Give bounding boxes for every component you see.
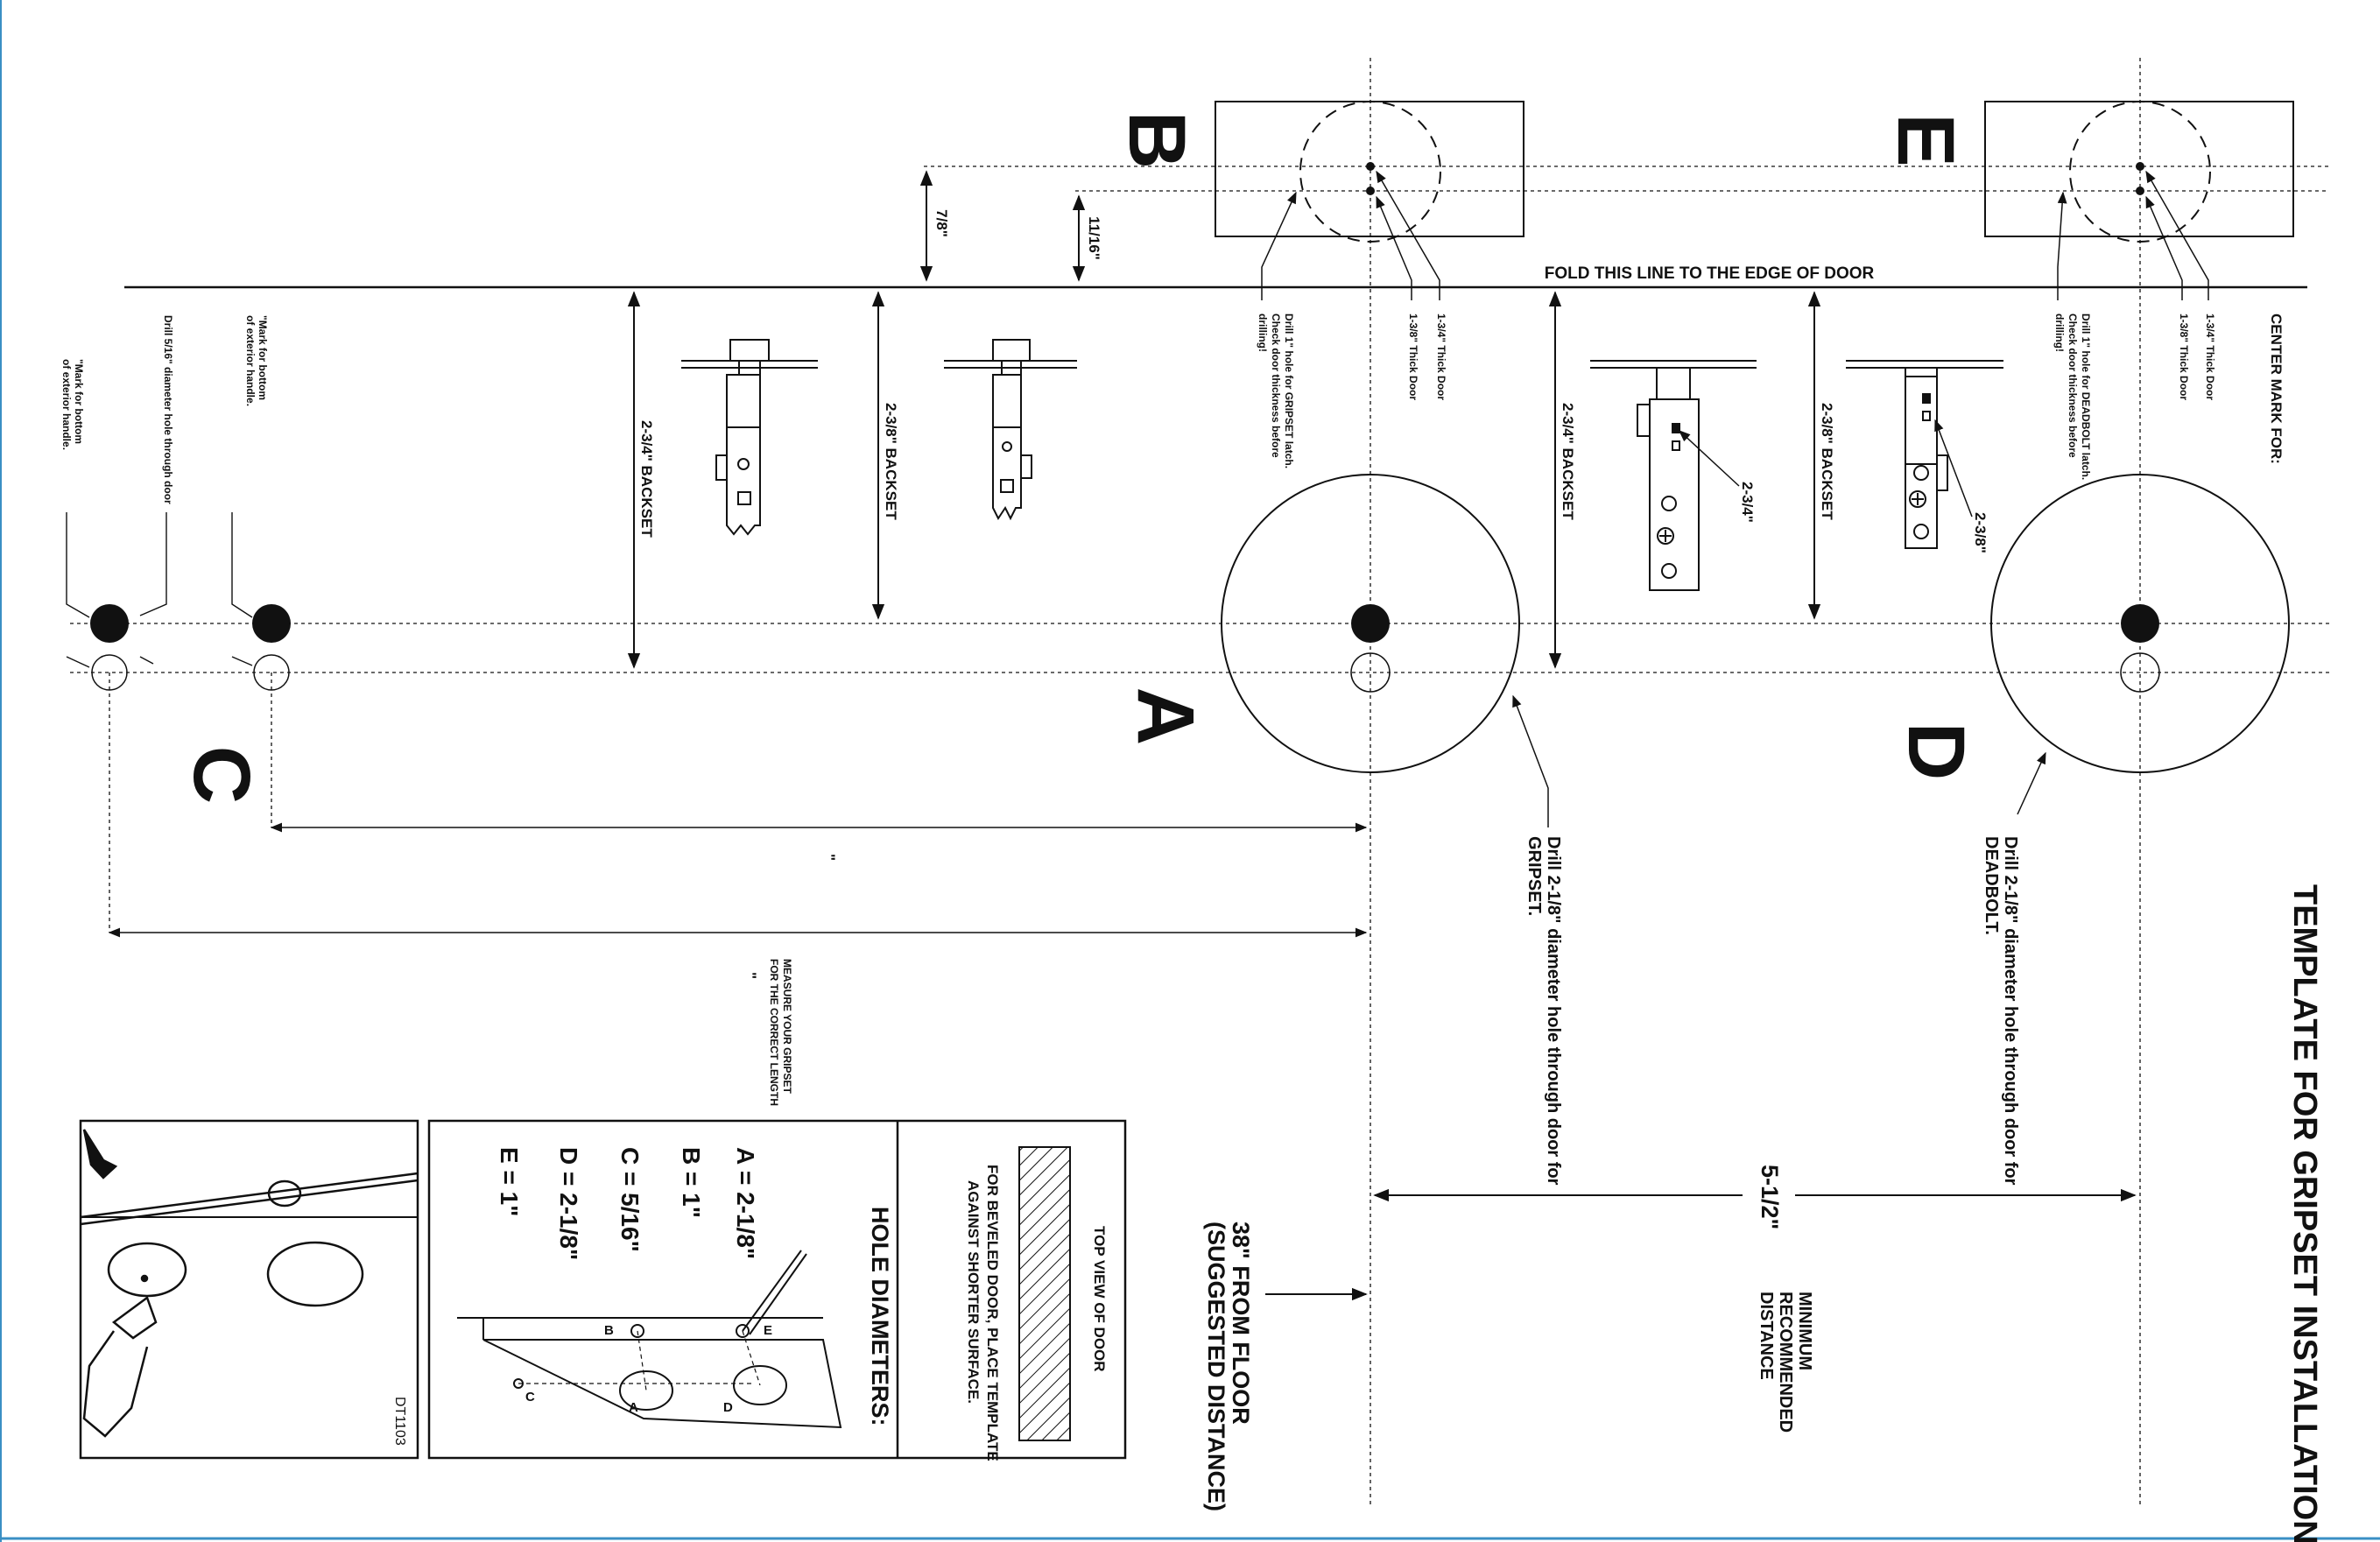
a-drill-leader — [1512, 694, 1549, 827]
b-thick-1-3-8-leader — [1376, 195, 1412, 300]
a-hole-circle — [1221, 474, 1520, 773]
c-mark-circle-right — [253, 654, 290, 691]
deadbolt-2-3-4-label: 2-3/4" — [1739, 482, 1756, 523]
door-letter-c: C — [525, 1390, 535, 1405]
distance-gap — [1743, 1178, 1795, 1213]
document-code: DT1103 — [392, 1397, 407, 1446]
b-center-dot-2 — [1366, 187, 1375, 195]
hole-diameter-a: A = 2-1/8" — [732, 1147, 759, 1259]
hole-diameters-title: HOLE DIAMETERS: — [867, 1207, 893, 1426]
mark-bottom-right: "Mark for bottom of exterior handle. — [244, 315, 269, 406]
guide-lines — [70, 58, 2329, 1506]
c-leaders — [66, 512, 253, 668]
e-thick-1-3-8-leader — [2145, 195, 2183, 300]
e-note-leader — [2057, 191, 2067, 300]
backset-gripset-2-3-4: 2-3/4" BACKSET — [638, 420, 655, 538]
fold-line-label: FOLD THIS LINE TO THE EDGE OF DOOR — [1545, 264, 1875, 283]
distance-value: 5-1/2" — [1757, 1165, 1783, 1229]
d-center-dot — [2121, 604, 2159, 643]
door-letter-e: E — [764, 1323, 772, 1338]
d-hole-circle — [1990, 474, 2290, 773]
center-mark-for: CENTER MARK FOR: — [2268, 313, 2285, 464]
gripset-latch-2-3-8 — [944, 339, 1077, 521]
length-dim-upper-mark: " — [821, 854, 838, 861]
b-thick-1-3-4: 1-3/4" Thick Door — [1435, 313, 1447, 400]
deadbolt-latch-2-3-8 — [1846, 360, 2003, 549]
deadbolt-2-3-4-leader — [1679, 430, 1740, 487]
drill-gripset-note: Drill 2-1/8" diameter hole through door … — [1524, 836, 1563, 1190]
c-mark-dot-left — [90, 604, 129, 643]
a-alt-center — [1350, 652, 1391, 693]
top-view-label: TOP VIEW OF DOOR — [1091, 1226, 1108, 1372]
b-thick-1-3-4-leader — [1376, 170, 1440, 300]
length-dim-lower-mark: " — [743, 972, 759, 979]
b-latch-circle — [1299, 101, 1441, 243]
mark-bottom-left: "Mark for bottom of exterior handle. — [60, 359, 85, 450]
distance-label: MINIMUM RECOMMENDED DISTANCE — [1757, 1292, 1814, 1438]
b-latch-note: Drill 1" hole for GRIPSET latch. Check d… — [1257, 313, 1295, 471]
hole-diameter-b: B = 1" — [678, 1147, 705, 1218]
e-thick-1-3-4: 1-3/4" Thick Door — [2204, 313, 2216, 400]
dim-7-8-label: 7/8" — [933, 209, 950, 237]
e-latch-circle — [2069, 101, 2211, 243]
e-thick-1-3-8: 1-3/8" Thick Door — [2178, 313, 2190, 400]
backset-gripset-2-3-8: 2-3/8" BACKSET — [883, 403, 899, 520]
hole-diameter-c: C = 5/16" — [616, 1147, 644, 1252]
hole-diameter-d: D = 2-1/8" — [555, 1147, 582, 1260]
a-center-dot — [1351, 604, 1390, 643]
deadbolt-latch-2-3-4 — [1590, 360, 1757, 591]
drill-5-16-note: Drill 5/16" diameter hole through door — [162, 315, 174, 504]
beveled-note: FOR BEVELED DOOR, PLACE TEMPLATE AGAINST… — [965, 1165, 1001, 1466]
template-title: TEMPLATE FOR GRIPSET INSTALLATION — [2286, 884, 2323, 1542]
b-note-leader — [1261, 191, 1297, 300]
letter-c: C — [177, 746, 266, 804]
measure-note: MEASURE YOUR GRIPSET FOR THE CORRECT LEN… — [768, 959, 793, 1106]
letter-e: E — [1881, 113, 1970, 166]
door-letter-b: B — [604, 1323, 614, 1338]
backset-deadbolt-2-3-8: 2-3/8" BACKSET — [1819, 403, 1835, 520]
door-perspective-drawing — [457, 1250, 842, 1429]
e-latch-note: Drill 1" hole for DEADBOLT latch. Check … — [2053, 313, 2092, 483]
e-thick-1-3-4-leader — [2145, 170, 2209, 300]
c-mark-circle-left — [91, 654, 128, 691]
c-mark-dot-right — [252, 604, 291, 643]
letter-a: A — [1121, 687, 1210, 745]
drill-illustration — [80, 1129, 419, 1438]
b-thick-1-3-8: 1-3/8" Thick Door — [1407, 313, 1419, 400]
e-center-dot-2 — [2136, 187, 2144, 195]
letter-b: B — [1112, 111, 1201, 169]
deadbolt-2-3-8-leader — [1934, 419, 1973, 518]
gripset-latch-2-3-4 — [681, 339, 818, 536]
drill-deadbolt-note: Drill 2-1/8" diameter hole through door … — [1982, 836, 2020, 1190]
top-view-hatch — [1018, 1146, 1071, 1441]
d-alt-center — [2120, 652, 2160, 693]
e-center-dot-1 — [2136, 162, 2144, 171]
letter-d: D — [1891, 722, 1981, 780]
hole-diameter-e: E = 1" — [496, 1147, 523, 1216]
dim-11-16-label: 11/16" — [1086, 216, 1102, 260]
backset-deadbolt-2-3-4: 2-3/4" BACKSET — [1560, 403, 1576, 520]
instruction-panel — [427, 1119, 1127, 1460]
illustration-panel — [79, 1119, 419, 1460]
door-letter-d: D — [723, 1400, 733, 1415]
door-letter-a: A — [629, 1400, 638, 1415]
from-floor-note: 38" FROM FLOOR (SUGGESTED DISTANCE) — [1203, 1222, 1254, 1511]
b-center-dot-1 — [1366, 162, 1375, 171]
d-drill-leader — [2017, 751, 2046, 815]
deadbolt-2-3-8-label: 2-3/8" — [1972, 512, 1989, 553]
